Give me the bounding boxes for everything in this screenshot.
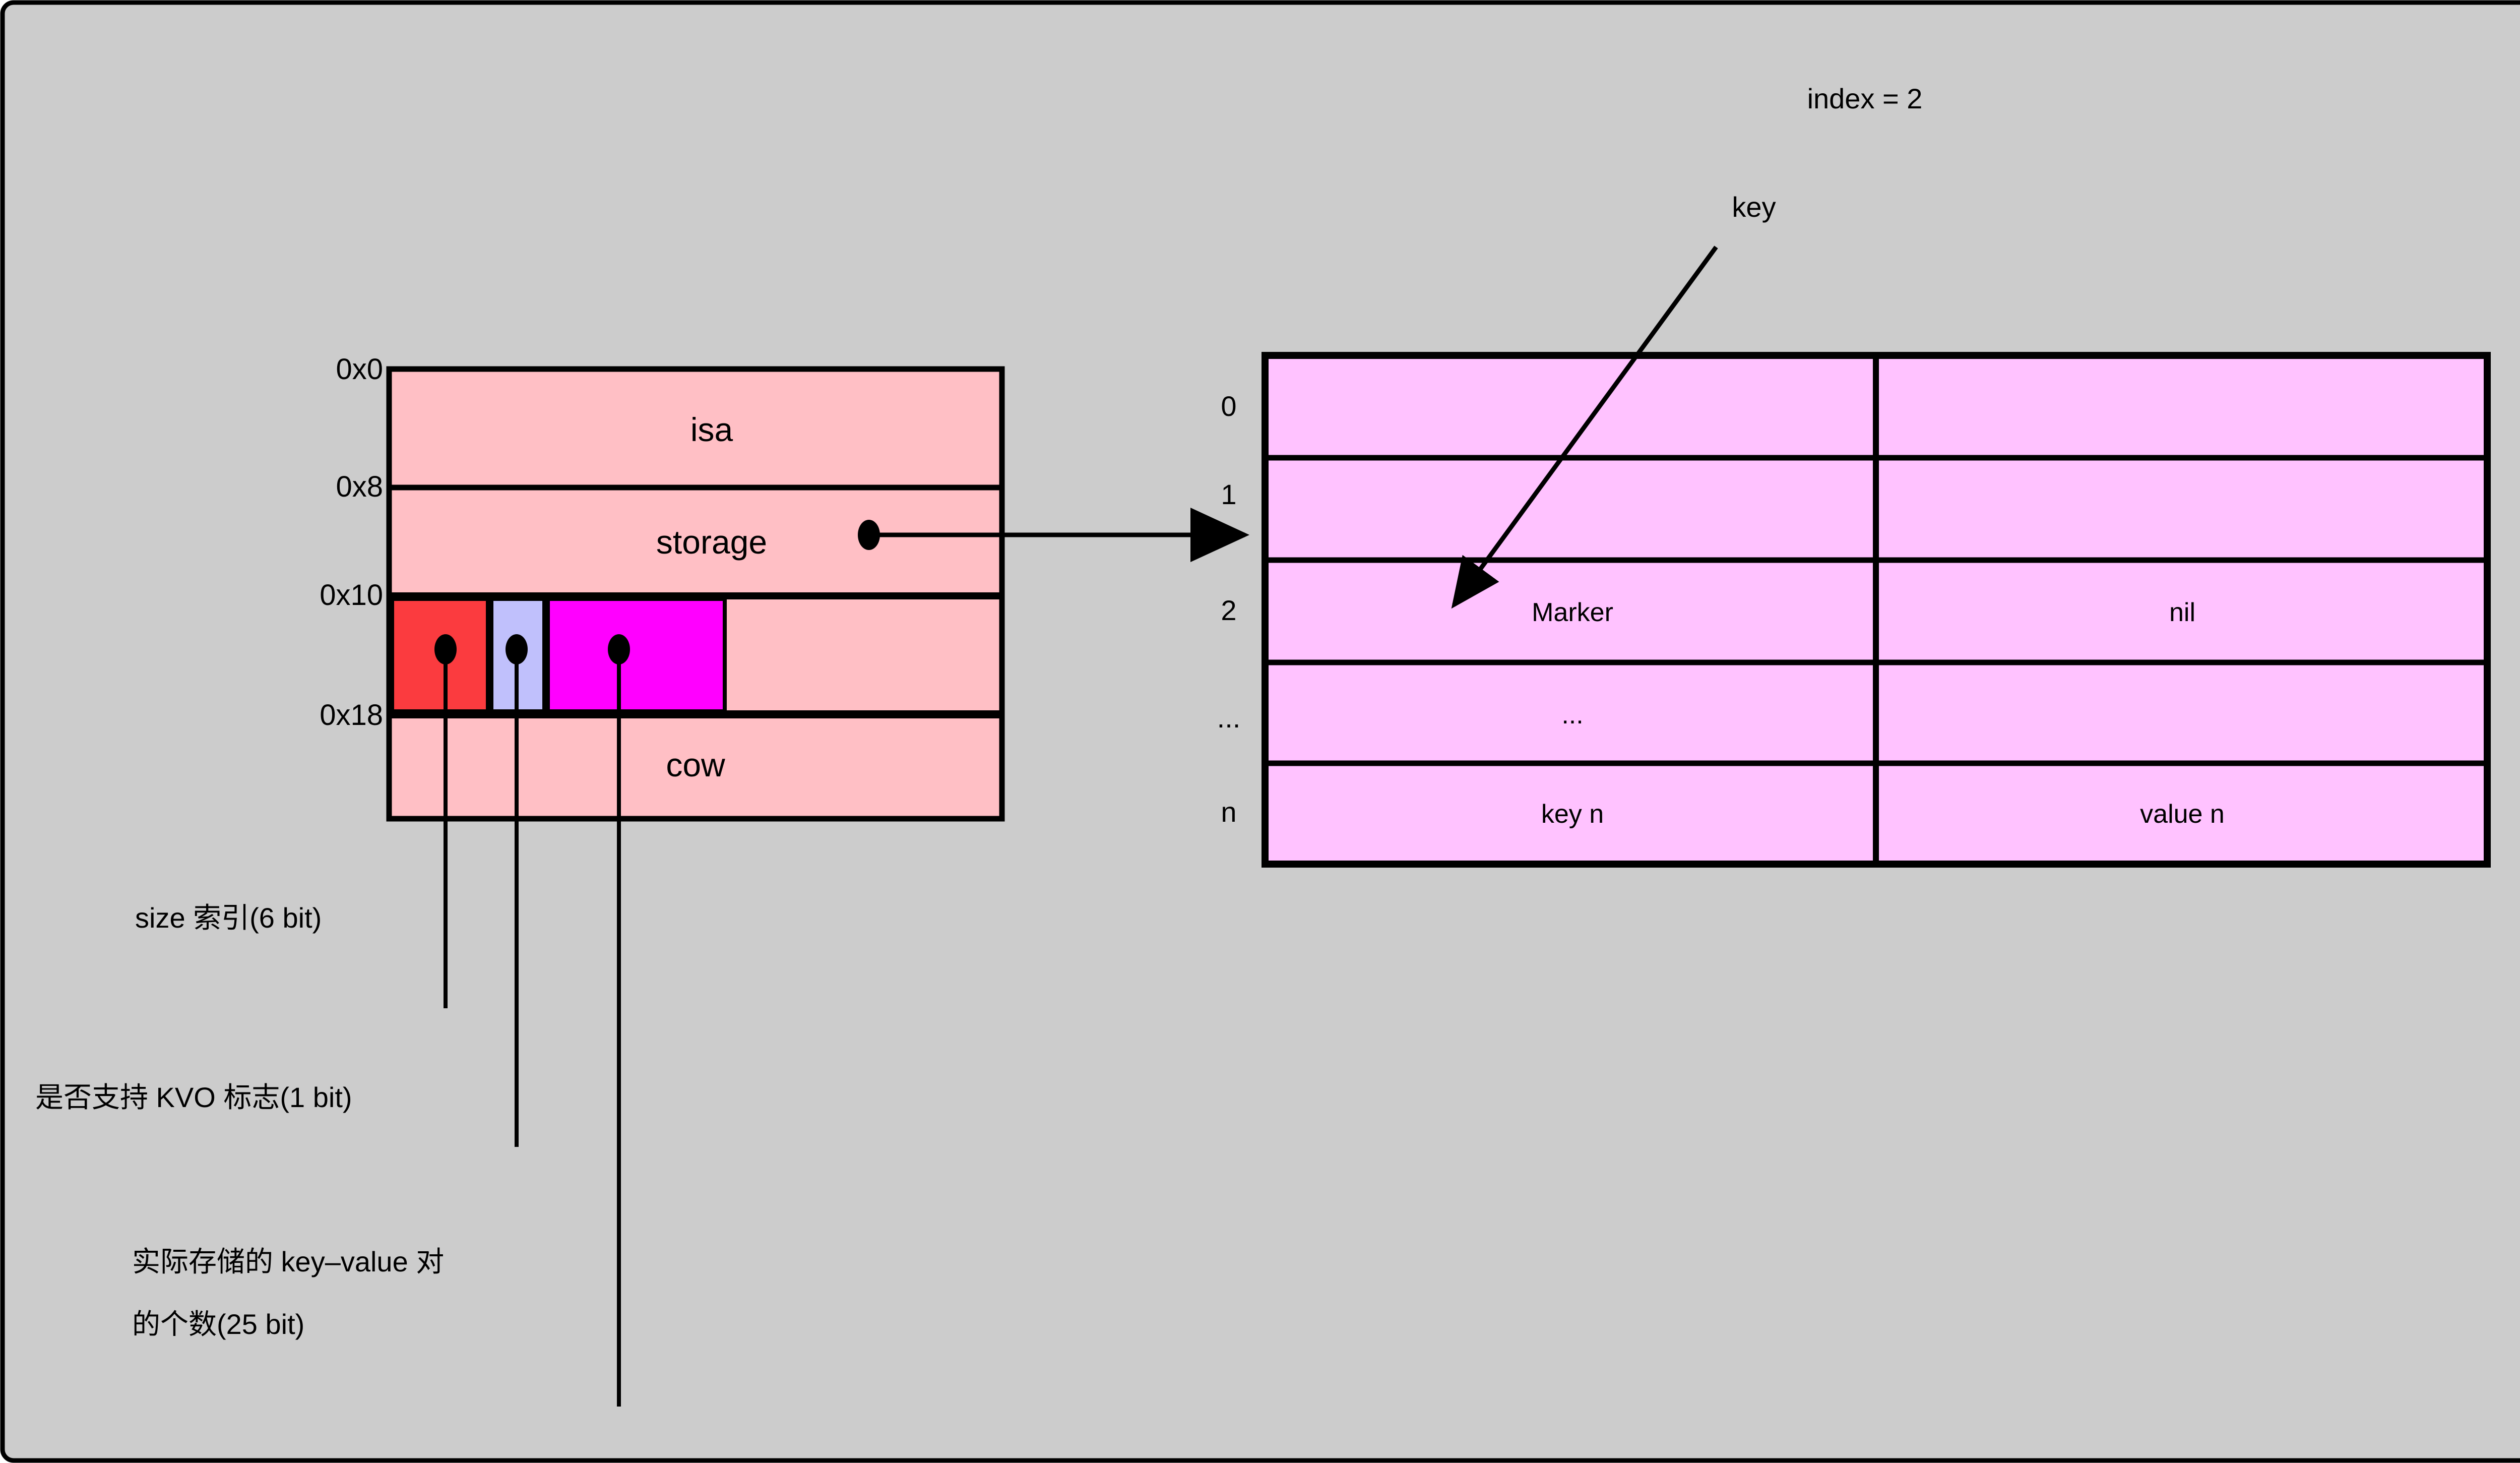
field-label-isa: isa [690,411,733,448]
kv-value-cell-n: value n [2140,800,2225,829]
annotation-pair-count-line1: 实际存储的 key–value 对 [132,1246,444,1277]
bitfield-pair-count-segment [546,597,727,713]
pair-count-dot [608,634,630,664]
callout-key-label: key [1732,191,1776,223]
kv-table: 0 1 2 ... n Marker nil ... key n value n [1217,352,2491,868]
field-cow-cell [386,711,1005,822]
offset-label-0x0: 0x0 [336,353,383,386]
kv-row-label-2: 2 [1221,594,1236,626]
callouts: index = 2 key [1451,83,1923,609]
kv-key-cell-2: Marker [1532,598,1613,627]
field-isa-cell [386,366,1005,491]
callout-key-leader-line [1451,246,1718,609]
annotation-pair-count-line2: 的个数(25 bit) [132,1308,304,1340]
field-label-cow: cow [666,746,725,783]
storage-pointer-dot [858,520,880,550]
kv-row-label-0: 0 [1221,390,1236,422]
kv-value-cell-2: nil [2169,598,2195,627]
offset-label-0x8: 0x8 [336,470,383,503]
kvo-flag-dot [506,634,528,664]
annotation-kvo-flag: 是否支持 KVO 标志(1 bit) [35,1081,352,1113]
callout-index-label: index = 2 [1807,83,1923,114]
kv-table-border [1262,352,2491,868]
kv-row-label-1: 1 [1221,478,1236,510]
kv-row-label-n: n [1221,796,1236,828]
object-box: isa storage cow 0x0 0x8 0x10 0x18 [320,353,1005,822]
bitfield-annotations: size 索引(6 bit) 是否支持 KVO 标志(1 bit) 实际存储的 … [35,902,444,1340]
size-index-dot [434,634,457,664]
storage-pointer [858,508,1249,562]
offset-label-0x10: 0x10 [320,579,383,612]
offset-label-0x18: 0x18 [320,699,383,731]
kv-key-cell-ellipsis: ... [1561,700,1583,729]
field-label-storage: storage [656,523,767,561]
annotation-size-index: size 索引(6 bit) [135,902,322,934]
bitfield-leaders [434,634,630,1407]
kv-key-cell-n: key n [1541,800,1604,829]
kv-row-label-ellipsis: ... [1217,702,1241,734]
